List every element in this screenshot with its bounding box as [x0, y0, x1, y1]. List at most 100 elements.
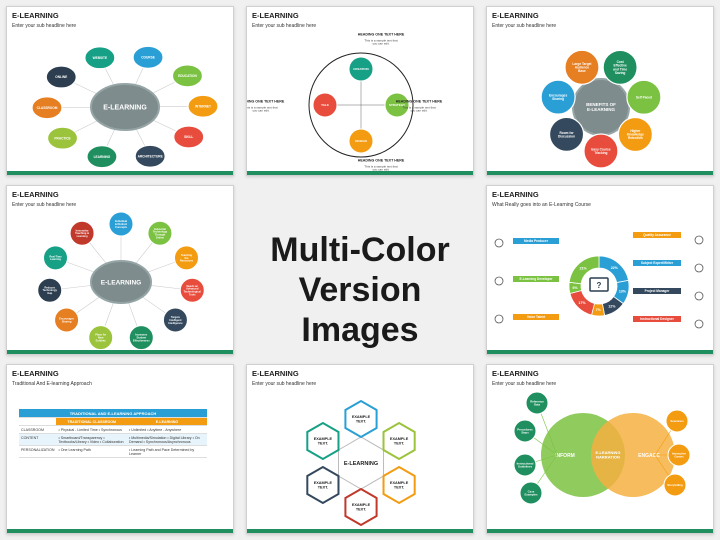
bubble-label: WEBSITE: [93, 56, 108, 60]
cycle-ring: [308, 52, 414, 158]
slide-subtitle: Enter your sub headline here: [12, 202, 77, 208]
cycle-node: [348, 128, 374, 154]
benefit-bubble: [548, 116, 585, 152]
item-label: Storytelling: [667, 483, 683, 487]
slide-title: E-LEARNING: [252, 11, 299, 20]
hub-ellipse: [90, 260, 152, 304]
segment-label: 7%: [596, 308, 602, 312]
table-cell: • Physical - Limited Time • Synchronous: [56, 425, 127, 434]
item-bubble: [665, 409, 689, 433]
bubble: [46, 126, 79, 150]
table-header-col1: TRADITIONAL CLASSROOM: [56, 417, 127, 426]
cycle-node-label: DESIGN: [355, 139, 367, 143]
bubble-label: CLASSROOM: [37, 106, 58, 110]
role-box: [513, 314, 559, 320]
role-icon: [694, 235, 704, 245]
table-row: CLASSROOM • Physical - Limited Time • Sy…: [19, 425, 207, 434]
slide-title: E-LEARNING: [492, 190, 539, 199]
slide-thumbnail-5[interactable]: E-LEARNING What Really goes into an E-Le…: [486, 185, 714, 355]
table-row: CONTENT • Smartboard/Transparency • Text…: [19, 433, 207, 446]
benefit-bubble: [626, 79, 662, 115]
table-corner: [19, 417, 57, 426]
segment-label: 12%: [608, 305, 616, 309]
role-label: Subject Expert/Writer: [641, 261, 674, 265]
segment-label: 21%: [580, 266, 588, 270]
table-cell: • Learning Path and Pace Determined by L…: [126, 445, 207, 458]
outer-hexagon: [382, 421, 416, 461]
slide-thumbnail-3[interactable]: E-LEARNING Enter your sub headline here …: [486, 6, 714, 176]
outer-hexagon: [306, 465, 340, 505]
slide-title: E-LEARNING: [12, 11, 59, 20]
cycle-node-label: CREATION: [353, 67, 368, 71]
cycle-node-label: STRATEGY: [389, 103, 405, 107]
slide-footer-bar: [7, 350, 233, 354]
slide-subtitle: Enter your sub headline here: [12, 23, 77, 29]
role-label: Quality Assurance: [643, 233, 671, 237]
role-icon: [694, 291, 704, 301]
bubble: [54, 307, 80, 333]
table-cell: CLASSROOM: [19, 425, 57, 434]
role-label: Project Manager: [645, 289, 671, 293]
role-icon: [694, 319, 704, 329]
bubble-diagram: E-LEARNINGCOURSEEDUCATIONINTERNETSKILLAR…: [31, 45, 219, 169]
slide-thumbnail-8[interactable]: E-LEARNING Enter your sub headline here …: [486, 364, 714, 534]
bubble: [108, 211, 134, 237]
item-bubble: [519, 481, 543, 505]
bubble: [132, 45, 164, 69]
role-box: [633, 260, 681, 266]
bubble: [187, 94, 219, 118]
venn-left-label: INFORM: [555, 453, 575, 459]
role-icon: [494, 276, 504, 286]
heading-text: HEADING ONE TEXT HERE: [358, 158, 405, 162]
segment-label: 6%: [572, 286, 578, 290]
slide-thumbnail-1[interactable]: E-LEARNING Enter your sub headline here …: [6, 6, 234, 176]
table-header-col2: E-LEARNING: [126, 417, 207, 426]
slide-thumbnail-6[interactable]: E-LEARNING Traditional And E-learning Ap…: [6, 364, 234, 534]
role-label: Instructional Designer: [640, 317, 674, 321]
benefit-label: Self Paced: [636, 95, 652, 99]
slide-thumbnail-4[interactable]: E-LEARNING Enter your sub headline here …: [6, 185, 234, 355]
role-icon: [494, 238, 504, 248]
table-cell: • Multimedia/Simulation • Digital Librar…: [126, 433, 207, 446]
slide-thumbnail-2[interactable]: E-LEARNING Enter your sub headline here …: [246, 6, 474, 176]
heading-text: HEADING ONE TEXT HERE: [247, 99, 285, 103]
bubble-label: EDUCATION: [178, 74, 197, 78]
bubble: [86, 145, 118, 169]
slide-subtitle: Traditional And E-learning Approach: [12, 381, 92, 387]
slide-thumbnail-7[interactable]: E-LEARNING Enter your sub headline here …: [246, 364, 474, 534]
outer-hexagon: [382, 465, 416, 505]
slide-subtitle: What Really goes into an E-Learning Cour…: [492, 202, 591, 208]
bubble-label: PRACTICE: [54, 136, 70, 140]
venn-right: [591, 413, 675, 497]
item-bubble: [663, 473, 687, 497]
item-bubble: [667, 443, 691, 467]
slide-subtitle: Enter your sub headline here: [492, 23, 557, 29]
slide-footer-bar: [7, 529, 233, 533]
table-cell: CONTENT: [19, 433, 57, 446]
monitor-icon: [589, 277, 609, 292]
bubble: [45, 65, 77, 89]
